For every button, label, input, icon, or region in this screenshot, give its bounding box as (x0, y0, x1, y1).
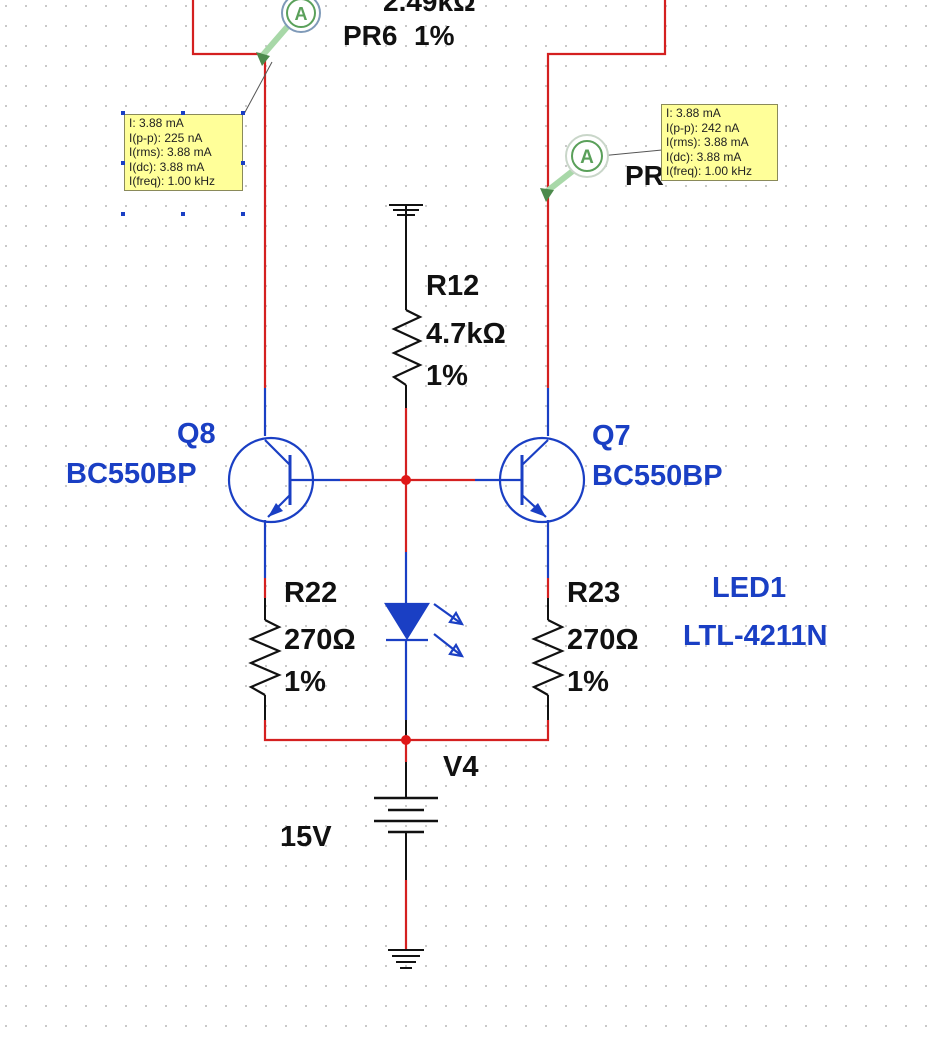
r22-value: 270Ω (284, 624, 356, 656)
probe-right-line: I(dc): 3.88 mA (666, 149, 742, 164)
selection-handle[interactable] (181, 111, 185, 115)
r12-resistor-icon (391, 309, 423, 386)
r23-resistor-icon (531, 619, 565, 696)
probe-left-line: I(dc): 3.88 mA (129, 159, 205, 174)
probe-right-readout[interactable]: I: 3.88 mA I(p-p): 242 nA I(rms): 3.88 m… (661, 104, 778, 181)
v4-ref[interactable]: V4 (443, 751, 479, 783)
ground-top-icon (389, 204, 423, 225)
probe-left-readout[interactable]: I: 3.88 mA I(p-p): 225 nA I(rms): 3.88 m… (124, 114, 243, 191)
probe-right-line: I(rms): 3.88 mA (666, 135, 749, 149)
selection-handle[interactable] (121, 212, 125, 216)
r12-tolerance: 1% (426, 360, 468, 392)
black-leads (264, 225, 549, 880)
junction-base (401, 475, 411, 485)
probe-right-line: I(p-p): 242 nA (666, 120, 740, 135)
probe-right-symbol: A (580, 147, 594, 168)
probe-left-ammeter-icon: A (281, 0, 321, 33)
pr6-tolerance: 1% (414, 20, 455, 51)
selection-handle[interactable] (241, 111, 245, 115)
probe-left-leader (243, 61, 273, 115)
q8-transistor-icon (227, 436, 315, 524)
pr6-label[interactable]: PR6 (343, 20, 398, 51)
led-diode-icon (384, 602, 465, 658)
probe-right-line: I(freq): 1.00 kHz (666, 164, 753, 178)
v4-battery-icon (374, 796, 438, 834)
r12-ref[interactable]: R12 (426, 270, 480, 302)
probe-left-line: I: 3.88 mA (129, 116, 184, 130)
v4-value: 15V (280, 821, 332, 853)
r22-resistor-icon (248, 619, 282, 696)
ground-bottom-icon (388, 949, 424, 969)
led1-ref[interactable]: LED1 (712, 572, 787, 604)
probe-right-arrow-icon (540, 167, 576, 202)
r22-ref[interactable]: R22 (284, 577, 338, 609)
junction-bus (401, 735, 411, 745)
q7-transistor-icon (498, 436, 586, 524)
q8-model: BC550BP (66, 458, 197, 490)
probe-right-ammeter-icon: A (565, 134, 609, 178)
probe-right-leader (599, 149, 663, 157)
wire-pr6-loop (191, 0, 267, 388)
selection-handle[interactable] (241, 161, 245, 165)
probe-left-arrow-icon (256, 24, 291, 66)
probe-right-line: I: 3.88 mA (666, 106, 721, 120)
r23-tolerance: 1% (567, 666, 609, 698)
q7-ref[interactable]: Q7 (592, 420, 631, 452)
r22-tolerance: 1% (284, 666, 326, 698)
r12-value: 4.7kΩ (426, 318, 506, 350)
probe-left-line: I(p-p): 225 nA (129, 130, 203, 145)
led1-model: LTL-4211N (683, 620, 828, 652)
selection-handle[interactable] (181, 212, 185, 216)
r23-value: 270Ω (567, 624, 639, 656)
selection-handle[interactable] (241, 212, 245, 216)
probe-left-line: I(rms): 3.88 mA (129, 145, 212, 159)
pr7-label-partial[interactable]: PR (625, 160, 664, 191)
selection-handle[interactable] (121, 111, 125, 115)
probe-left-line: I(freq): 1.00 kHz (129, 174, 216, 188)
blue-wires (263, 388, 550, 720)
selection-handle[interactable] (121, 161, 125, 165)
q8-ref[interactable]: Q8 (177, 418, 216, 450)
top-resistor-value-partial: 2.49kΩ (383, 0, 476, 17)
r23-ref[interactable]: R23 (567, 577, 621, 609)
probe-left-symbol: A (295, 4, 308, 24)
q7-model: BC550BP (592, 460, 723, 492)
wire-top-right (546, 0, 667, 388)
